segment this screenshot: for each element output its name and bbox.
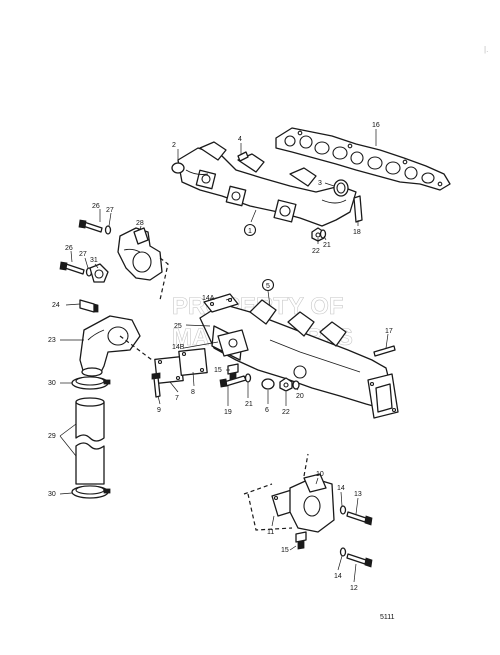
callout-13: 13 bbox=[354, 491, 362, 498]
fitting-part-24 bbox=[79, 299, 99, 313]
callout-26-upper: 26 bbox=[92, 203, 100, 210]
callout-7: 7 bbox=[175, 395, 179, 402]
bolt-part-26-upper bbox=[78, 219, 103, 233]
callout-21-lower: 21 bbox=[245, 401, 253, 408]
bolt-part-12 bbox=[346, 553, 373, 568]
callout-21-upper: 21 bbox=[323, 242, 331, 249]
callout-12: 12 bbox=[350, 585, 358, 592]
washer-part-14-lower bbox=[339, 547, 347, 557]
callout-25: 25 bbox=[174, 323, 182, 330]
callout-27-upper: 27 bbox=[106, 207, 114, 214]
callout-1: 1 bbox=[248, 228, 252, 235]
callout-15-lower: 15 bbox=[281, 547, 289, 554]
cover-plate-part-8 bbox=[178, 348, 208, 376]
callout-14-upper: 14 bbox=[337, 485, 345, 492]
callout-4: 4 bbox=[238, 136, 242, 143]
callout-14B: 14B bbox=[172, 344, 185, 351]
callout-23: 23 bbox=[48, 337, 56, 344]
callout-1-circle bbox=[243, 223, 257, 237]
callout-29: 29 bbox=[48, 433, 56, 440]
plug-part-6 bbox=[261, 378, 275, 390]
thermostat-cover-part-10 bbox=[289, 473, 335, 533]
screw-part-9 bbox=[151, 372, 161, 398]
callout-5: 5 bbox=[266, 283, 270, 290]
callout-24: 24 bbox=[52, 302, 60, 309]
washer-part-14-upper bbox=[339, 505, 347, 515]
thermostat-housing-part-28 bbox=[117, 227, 163, 281]
drawing-number: 5111 bbox=[380, 614, 395, 621]
callout-28: 28 bbox=[136, 220, 144, 227]
callout-labels: 2 4 16 3 1 22 21 18 26 27 28 26 27 31 24… bbox=[48, 122, 393, 592]
stud-part-4 bbox=[237, 151, 249, 162]
washer-part-21-lower bbox=[244, 373, 252, 383]
callout-30-upper: 30 bbox=[48, 380, 56, 387]
callout-9: 9 bbox=[157, 407, 161, 414]
callout-22-lower: 22 bbox=[282, 409, 290, 416]
callout-6: 6 bbox=[265, 407, 269, 414]
drain-cock-part-15-lower bbox=[295, 531, 307, 550]
gasket-part-7 bbox=[154, 356, 184, 384]
plug-part-2 bbox=[171, 162, 185, 174]
callout-31: 31 bbox=[90, 257, 98, 264]
corner-mark: |. bbox=[484, 45, 488, 54]
callout-14-lower: 14 bbox=[334, 573, 342, 580]
manifold-gasket-part-16 bbox=[275, 127, 451, 191]
upper-manifold-part-1 bbox=[177, 141, 357, 227]
exhaust-elbow-part-23 bbox=[79, 315, 141, 377]
bolt-part-26-lower bbox=[59, 261, 85, 275]
callout-30-lower: 30 bbox=[48, 491, 56, 498]
callout-19: 19 bbox=[224, 409, 232, 416]
callout-22-upper: 22 bbox=[312, 248, 320, 255]
callout-15-upper: 15 bbox=[214, 367, 222, 374]
nut-part-22-lower bbox=[279, 377, 293, 392]
gasket-part-31 bbox=[89, 263, 109, 283]
callout-14A: 14A bbox=[202, 295, 215, 302]
callout-27-lower: 27 bbox=[79, 251, 87, 258]
callout-11: 11 bbox=[267, 529, 274, 536]
pipe-flange-end bbox=[367, 373, 399, 419]
exhaust-hose-part-29 bbox=[75, 397, 105, 485]
callout-8: 8 bbox=[191, 389, 195, 396]
hose-clamp-part-30-upper bbox=[71, 376, 111, 390]
callout-16: 16 bbox=[372, 122, 380, 129]
callout-20: 20 bbox=[296, 393, 304, 400]
callout-5-circle bbox=[261, 278, 275, 292]
stud-part-17 bbox=[373, 345, 396, 357]
assembly-lines bbox=[119, 257, 309, 531]
sleeve-part-3 bbox=[333, 179, 349, 197]
bolt-part-13 bbox=[346, 511, 373, 526]
callout-3: 3 bbox=[318, 180, 322, 187]
washer-part-27-upper bbox=[104, 225, 112, 235]
callout-2: 2 bbox=[172, 142, 176, 149]
leader-lines bbox=[59, 129, 389, 583]
callout-26-lower: 26 bbox=[65, 245, 73, 252]
callout-18: 18 bbox=[353, 229, 361, 236]
plate-part-14B bbox=[217, 329, 249, 357]
callout-17: 17 bbox=[385, 328, 393, 335]
hose-clamp-part-30-lower bbox=[71, 485, 111, 499]
callout-10: 10 bbox=[316, 471, 324, 478]
washer-part-20 bbox=[292, 380, 300, 390]
stud-part-18 bbox=[353, 195, 363, 223]
